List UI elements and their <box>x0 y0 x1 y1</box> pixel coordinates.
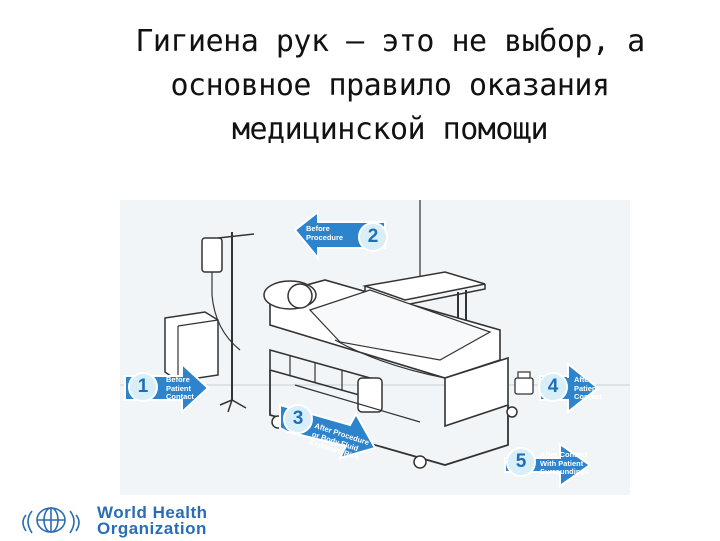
slide-title: Гигиена рук – это не выбор, а основное п… <box>60 20 720 152</box>
who-emblem-icon <box>22 507 80 534</box>
moment-1-number: 1 <box>128 372 158 402</box>
hand-hygiene-illustration: Before Procedure 2 1 Before Patient Cont… <box>120 200 630 495</box>
moment-1-label: Before Patient Contact <box>166 375 194 401</box>
logo-line-1: World Health <box>97 503 208 522</box>
moment-2-label: Before Procedure <box>306 224 344 242</box>
moment-4-label: After Patient Contact <box>574 375 602 401</box>
title-line-2: основное правило оказания <box>170 68 610 103</box>
logo-line-2: Organization <box>97 519 207 538</box>
title-line-3: медицинской помощи <box>231 112 549 147</box>
moment-4-number: 4 <box>538 372 568 402</box>
moment-3-number: 3 <box>283 404 313 434</box>
who-logo: World Health Organization <box>12 503 262 538</box>
moment-5-number: 5 <box>506 447 536 477</box>
moment-2-number: 2 <box>358 222 388 252</box>
title-line-1: Гигиена рук – это не выбор, а <box>135 24 645 59</box>
moment-5-label: After Contact With Patient Surroundings <box>540 450 590 476</box>
